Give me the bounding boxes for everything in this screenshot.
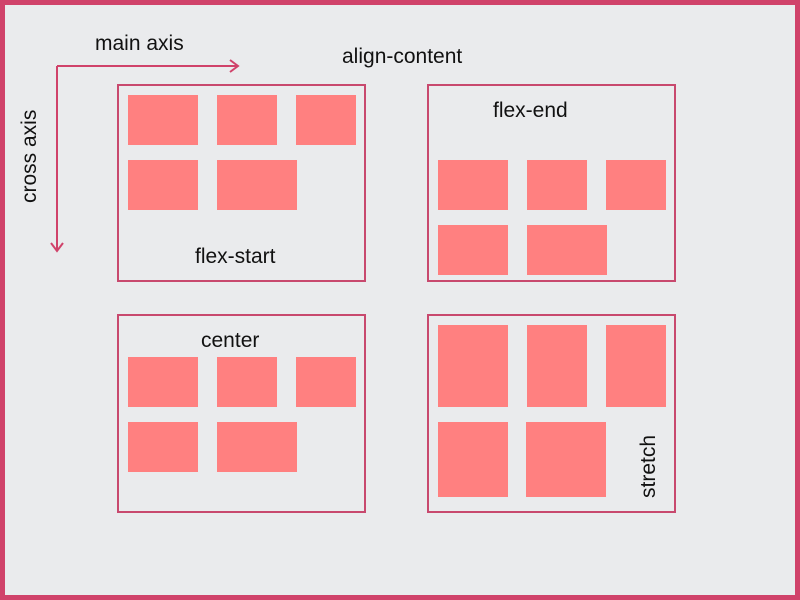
flex-item: [526, 422, 606, 497]
panel-flex-end: flex-end: [427, 84, 676, 282]
cross-axis-arrow: [50, 66, 64, 253]
flex-item: [438, 160, 508, 210]
panel-stretch: stretch: [427, 314, 676, 513]
main-axis-label: main axis: [95, 32, 184, 55]
flex-item: [128, 95, 198, 145]
panel-flex-start: flex-start: [117, 84, 366, 282]
flex-item: [606, 325, 666, 407]
flex-item: [217, 160, 297, 210]
panel-label-stretch: stretch: [637, 434, 660, 498]
flex-item: [217, 422, 297, 472]
flex-item: [438, 325, 508, 407]
panel-label-flex-start: flex-start: [195, 245, 276, 268]
axis-arrows: [50, 59, 240, 253]
panel-label-flex-end: flex-end: [493, 99, 568, 122]
flex-item: [217, 95, 277, 145]
property-label: align-content: [342, 45, 463, 68]
flex-item: [438, 422, 508, 497]
panel-center: center: [117, 314, 366, 513]
main-axis-arrow: [57, 59, 240, 73]
panel-label-center: center: [201, 329, 260, 352]
flex-item: [128, 357, 198, 407]
cross-axis-label: cross axis: [18, 109, 41, 203]
flex-item: [217, 357, 277, 407]
flex-item: [296, 95, 356, 145]
flex-item: [296, 357, 356, 407]
flex-item: [606, 160, 666, 210]
flex-item: [128, 160, 198, 210]
flex-item: [438, 225, 508, 275]
flex-item: [527, 160, 587, 210]
flex-item: [128, 422, 198, 472]
flex-item: [527, 325, 587, 407]
flex-item: [527, 225, 607, 275]
